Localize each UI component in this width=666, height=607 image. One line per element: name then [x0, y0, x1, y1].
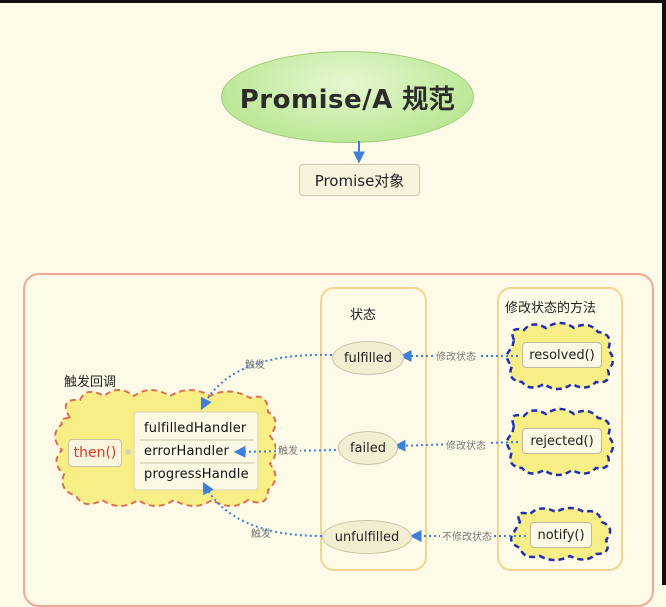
title-node: Promise/A 规范 — [221, 51, 474, 143]
edge-label-unfulfilled-trigger: 触发 — [251, 529, 271, 540]
progress-handler: progressHandle — [144, 467, 249, 482]
rejected-method: rejected() — [522, 428, 602, 454]
state-failed: failed — [338, 431, 398, 465]
then-connector-dot — [125, 449, 131, 455]
edge-label-failed-trigger: 触发 — [276, 442, 300, 457]
state-fulfilled: fulfilled — [332, 341, 404, 375]
methods-column — [497, 287, 623, 571]
state-heading: 状态 — [350, 308, 377, 323]
right-edge — [662, 0, 666, 585]
connectors-layer — [54, 141, 615, 562]
handler-panel — [133, 411, 259, 491]
unfulfilled-trigger-arrow — [202, 481, 323, 537]
promise-object-node: Promise对象 — [299, 164, 420, 196]
edge-label-fulfilled-trigger: 触发 — [245, 360, 265, 371]
error-handler: errorHandler — [144, 444, 230, 459]
edge-label-rejected: 修改状态 — [444, 437, 488, 452]
notify-method: notify() — [530, 522, 592, 548]
state-column — [320, 287, 427, 571]
resolved-method: resolved() — [522, 342, 602, 368]
trigger-heading: 触发回调 — [64, 375, 117, 390]
state-unfulfilled: unfulfilled — [322, 520, 412, 554]
edge-label-notify: 不修改状态 — [440, 528, 494, 543]
top-edge — [0, 0, 666, 3]
edge-label-resolved: 修改状态 — [434, 348, 478, 363]
fulfilled-handler: fulfilledHandler — [144, 421, 247, 436]
methods-heading: 修改状态的方法 — [505, 301, 597, 316]
then-node: then() — [68, 439, 122, 467]
